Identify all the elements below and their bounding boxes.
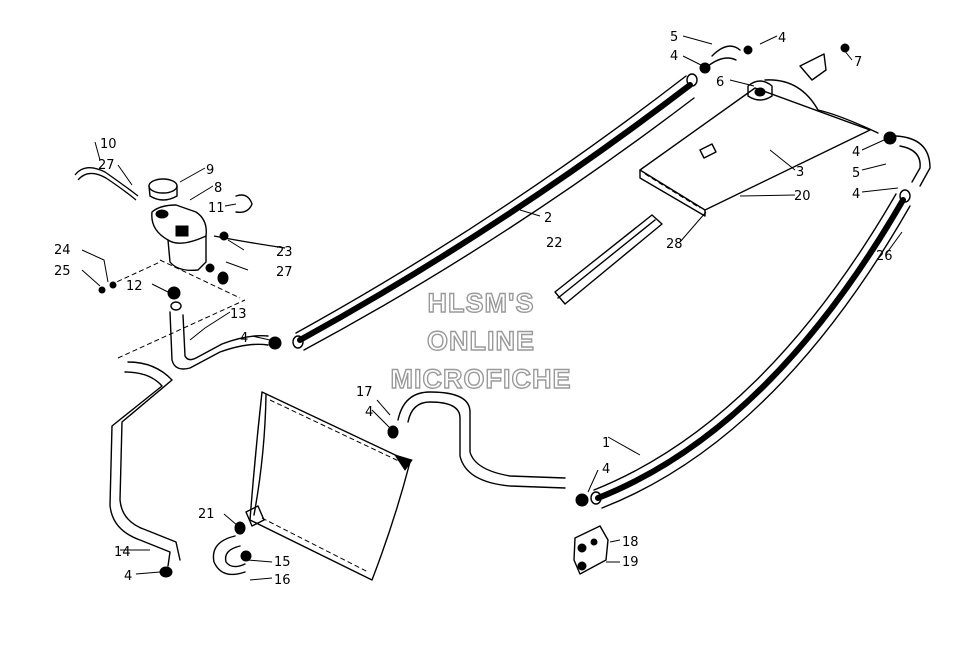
sensor-6 <box>747 80 773 101</box>
watermark: HLSM'S ONLINE MICROFICHE <box>390 287 572 394</box>
hose-5-right <box>883 131 931 187</box>
leader-lines <box>81 35 903 581</box>
callout-1: 1 <box>602 436 610 451</box>
watermark-line-1: HLSM'S <box>428 288 535 318</box>
callout-3: 3 <box>796 165 804 180</box>
callout-4: 4 <box>240 331 248 346</box>
callout-15: 15 <box>274 555 291 570</box>
callout-4: 4 <box>670 49 678 64</box>
callout-23: 23 <box>276 245 293 260</box>
callout-9: 9 <box>206 163 214 178</box>
radiator-panel <box>249 391 413 581</box>
callout-26: 26 <box>876 249 893 264</box>
callout-5: 5 <box>852 166 860 181</box>
callout-27: 27 <box>98 158 115 173</box>
callout-11: 11 <box>208 201 225 216</box>
callout-19: 19 <box>622 555 639 570</box>
callout-2: 2 <box>544 211 552 226</box>
callout-13: 13 <box>230 307 247 322</box>
callout-18: 18 <box>622 535 639 550</box>
callout-4: 4 <box>124 569 132 584</box>
callout-7: 7 <box>854 55 862 70</box>
coolant-bottle-8 <box>74 167 286 311</box>
callout-5: 5 <box>670 30 678 45</box>
hose-13 <box>169 311 282 370</box>
hose-5-upper <box>699 45 753 74</box>
callout-4: 4 <box>365 405 373 420</box>
hose-17 <box>387 391 589 507</box>
bracket-22 <box>554 214 663 305</box>
callout-4: 4 <box>778 31 786 46</box>
mounting-plate <box>109 259 246 359</box>
callout-20: 20 <box>794 189 811 204</box>
bracket-7 <box>799 43 850 81</box>
bracket-18 <box>573 525 609 575</box>
callout-16: 16 <box>274 573 291 588</box>
callout-14: 14 <box>114 545 131 560</box>
callout-numbers: 1 2 3 4 4 4 4 4 4 4 4 5 5 6 7 8 9 10 11 … <box>54 30 893 588</box>
callout-4: 4 <box>602 462 610 477</box>
callout-22: 22 <box>546 236 563 251</box>
callout-6: 6 <box>716 75 724 90</box>
callout-24: 24 <box>54 243 71 258</box>
callout-8: 8 <box>214 181 222 196</box>
hose-16 <box>212 505 265 576</box>
coolant-tube-2 <box>292 73 698 351</box>
callout-4: 4 <box>852 187 860 202</box>
callout-28: 28 <box>666 237 683 252</box>
coolant-tube-1 <box>590 189 911 509</box>
fastener-24-25 <box>98 281 117 294</box>
watermark-line-3: MICROFICHE <box>391 364 572 394</box>
watermark-line-2: ONLINE <box>427 326 535 356</box>
callout-21: 21 <box>198 507 215 522</box>
callout-10: 10 <box>100 137 117 152</box>
callout-25: 25 <box>54 264 71 279</box>
callout-12: 12 <box>126 279 143 294</box>
callout-27: 27 <box>276 265 293 280</box>
callout-17: 17 <box>356 385 373 400</box>
callout-4: 4 <box>852 145 860 160</box>
hose-14 <box>109 361 181 578</box>
